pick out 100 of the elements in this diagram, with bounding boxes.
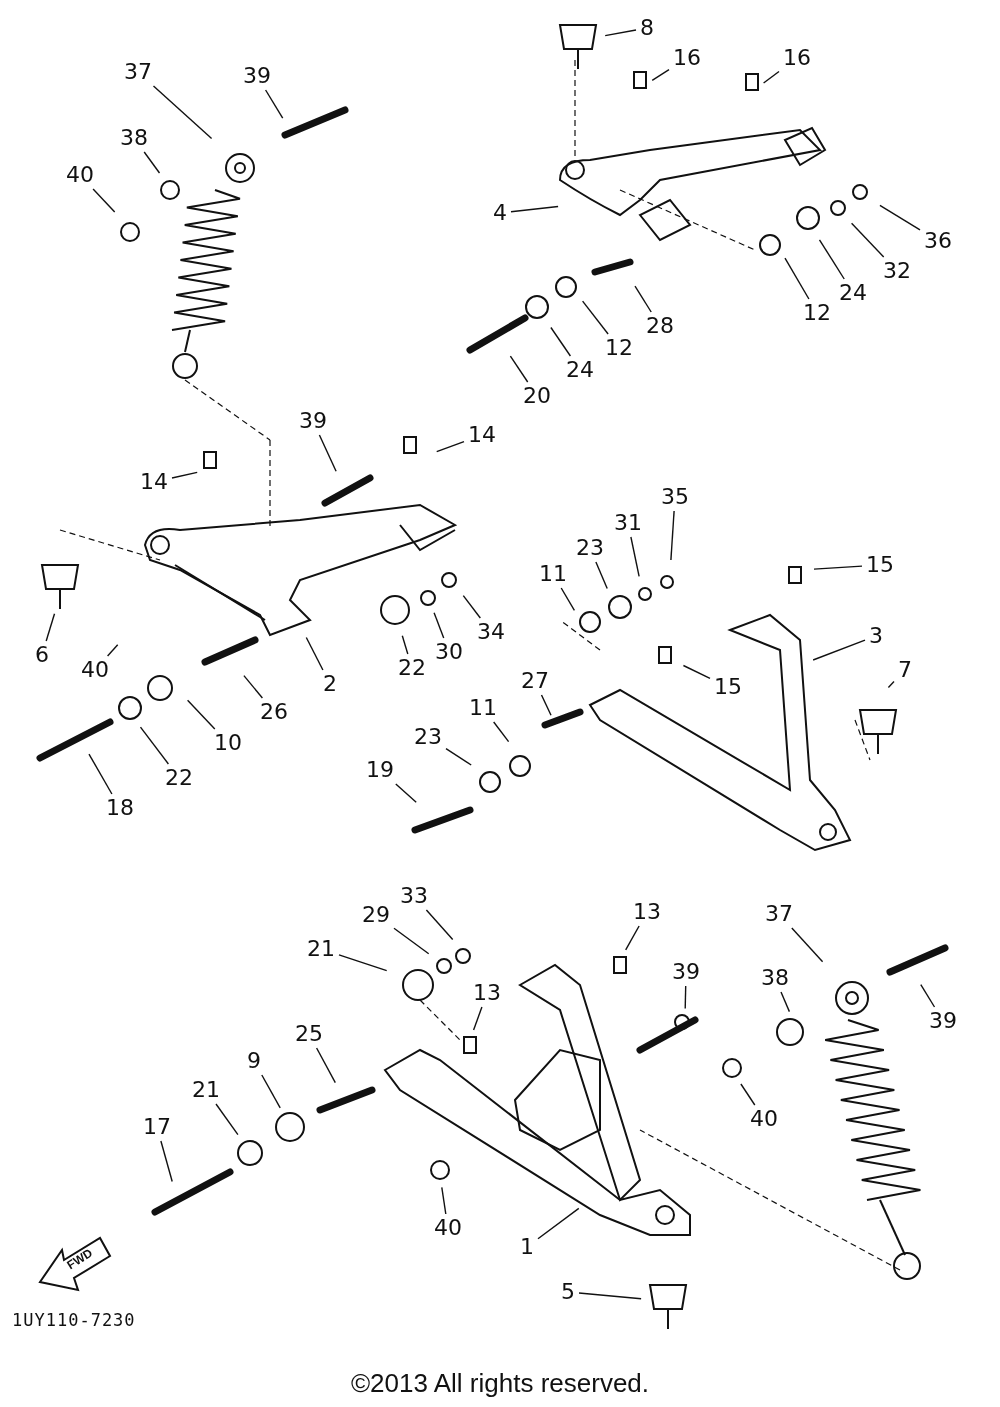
leader-line <box>338 954 388 972</box>
leader-line <box>784 257 810 300</box>
callout-number: 6 <box>34 643 50 667</box>
callout-number: 1 <box>519 1235 535 1259</box>
leader-line <box>393 927 430 955</box>
callout-number: 7 <box>897 658 913 682</box>
leader-line <box>850 222 885 258</box>
callout-number: 19 <box>365 758 395 782</box>
leader-line <box>143 151 161 174</box>
leader-line <box>315 1047 336 1084</box>
callout-number: 37 <box>123 60 153 84</box>
callout-number: 21 <box>306 937 336 961</box>
callout-number: 31 <box>613 511 643 535</box>
leader-line <box>780 991 791 1013</box>
callout-number: 39 <box>928 1009 958 1033</box>
callout-number: 22 <box>397 656 427 680</box>
callout-number: 40 <box>80 658 110 682</box>
callout-number: 38 <box>119 126 149 150</box>
callout-number: 11 <box>468 696 498 720</box>
leader-line <box>509 355 529 383</box>
callout-number: 40 <box>433 1216 463 1240</box>
leader-line <box>88 753 113 795</box>
direction-label: FWD <box>64 1245 95 1273</box>
callout-number: 26 <box>259 700 289 724</box>
leader-line <box>160 1140 173 1183</box>
leader-line <box>630 536 640 577</box>
leader-line <box>791 927 824 963</box>
callout-number: 5 <box>560 1280 576 1304</box>
leader-line <box>604 29 637 37</box>
leader-line <box>139 726 170 765</box>
leader-line <box>493 721 510 743</box>
callout-number: 39 <box>242 64 272 88</box>
callout-number: 16 <box>672 46 702 70</box>
leader-line <box>560 587 576 612</box>
callout-number: 12 <box>802 301 832 325</box>
callout-number: 12 <box>604 336 634 360</box>
callout-number: 13 <box>632 900 662 924</box>
leader-line <box>171 471 198 479</box>
leader-line <box>436 440 465 453</box>
callout-number: 14 <box>467 423 497 447</box>
leader-line <box>441 1186 447 1215</box>
leader-line <box>243 674 264 699</box>
callout-number: 35 <box>660 485 690 509</box>
leader-line <box>578 1292 642 1300</box>
leader-line <box>305 636 324 671</box>
callout-number: 18 <box>105 796 135 820</box>
leader-line <box>537 1207 580 1240</box>
leader-line <box>540 694 552 716</box>
callout-number: 21 <box>191 1078 221 1102</box>
leader-line <box>318 434 337 472</box>
leader-line <box>595 561 608 590</box>
callout-number: 39 <box>671 960 701 984</box>
leader-line <box>261 1074 281 1109</box>
leader-line <box>106 644 119 657</box>
drawing-code: 1UY110-7230 <box>12 1310 136 1330</box>
leader-line <box>510 205 559 213</box>
callout-number: 3 <box>868 624 884 648</box>
leader-line <box>740 1083 756 1106</box>
leader-line <box>812 639 866 661</box>
callout-number: 22 <box>164 766 194 790</box>
leader-line <box>920 983 936 1008</box>
copyright-notice: ©2013 All rights reserved. <box>349 1368 651 1399</box>
callout-number: 2 <box>322 672 338 696</box>
leader-line <box>651 68 670 82</box>
leader-line <box>684 985 687 1010</box>
leader-line <box>581 300 609 335</box>
callout-number: 11 <box>538 562 568 586</box>
callout-number: 24 <box>838 281 868 305</box>
leader-line <box>401 635 409 655</box>
callout-number: 30 <box>434 640 464 664</box>
callout-number: 37 <box>764 902 794 926</box>
callout-number: 36 <box>923 229 953 253</box>
callout-number: 23 <box>575 536 605 560</box>
leader-line <box>433 612 445 639</box>
leader-line <box>152 85 213 140</box>
leader-line <box>762 70 780 84</box>
leader-line <box>215 1103 239 1136</box>
leader-line <box>472 1006 483 1031</box>
callout-number: 29 <box>361 903 391 927</box>
leader-line <box>634 285 652 313</box>
callout-number: 28 <box>645 314 675 338</box>
leader-line <box>92 188 116 213</box>
leader-line <box>264 89 284 119</box>
leader-line <box>186 699 216 730</box>
callout-number: 14 <box>139 470 169 494</box>
leader-line <box>445 748 472 766</box>
callout-number: 15 <box>865 553 895 577</box>
leader-line <box>879 204 921 231</box>
callout-number: 10 <box>213 731 243 755</box>
leader-line <box>45 613 56 642</box>
callout-number: 9 <box>246 1049 262 1073</box>
leader-line <box>682 664 711 679</box>
leader-line <box>462 594 481 619</box>
callout-number: 39 <box>298 409 328 433</box>
leader-line <box>425 909 454 941</box>
callout-number: 33 <box>399 884 429 908</box>
callout-number: 40 <box>65 163 95 187</box>
leader-line <box>818 239 845 280</box>
callout-number: 40 <box>749 1107 779 1131</box>
callout-number: 8 <box>639 16 655 40</box>
